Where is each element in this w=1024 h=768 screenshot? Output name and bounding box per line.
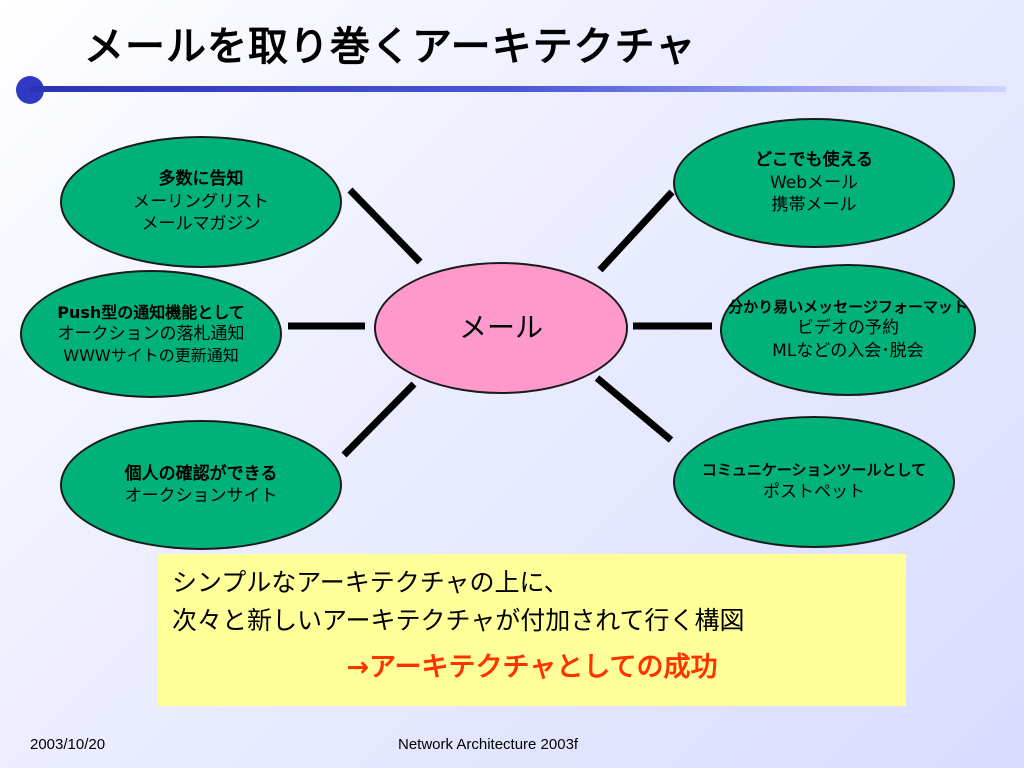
node-line: メーリングリスト (133, 191, 269, 212)
title-underline (30, 86, 1006, 92)
node-heading: どこでも使える (755, 150, 873, 171)
node-top-right: どこでも使える Webメール 携帯メール (673, 118, 955, 248)
center-label: メール (458, 310, 543, 344)
connector-top-left (347, 187, 423, 265)
node-line: オークションサイト (124, 486, 278, 506)
node-heading: 分かり易いメッセージフォーマット (728, 297, 968, 316)
slide-title: メールを取り巻くアーキテクチャ (84, 24, 697, 70)
node-line: メールマガジン (141, 214, 261, 235)
node-line: Webメール (769, 172, 859, 193)
node-heading: 多数に告知 (158, 169, 244, 190)
center-node-mail: メール (374, 262, 628, 394)
node-top-left: 多数に告知 メーリングリスト メールマガジン (60, 136, 342, 268)
connector-bottom-left (341, 381, 417, 458)
node-mid-right: 分かり易いメッセージフォーマット ビデオの予約 MLなどの入会･脱会 (720, 264, 976, 396)
summary-note-box: シンプルなアーキテクチャの上に、 次々と新しいアーキテクチャが付加されて行く構図… (158, 554, 906, 706)
node-heading: コミュニケーションツールとして (701, 460, 927, 479)
connector-bottom-right (594, 375, 674, 443)
node-line: ビデオの予約 (797, 318, 899, 339)
note-line-2: 次々と新しいアーキテクチャが付加されて行く構図 (172, 606, 745, 635)
node-line: ポストペット (763, 481, 865, 502)
footer-date: 2003/10/20 (30, 736, 106, 753)
node-line: 携帯メール (771, 195, 857, 216)
note-line-1: シンプルなアーキテクチャの上に、 (172, 568, 569, 597)
node-heading: 個人の確認ができる (124, 463, 278, 484)
footer-course: Network Architecture 2003f (398, 736, 579, 753)
node-bottom-left: 個人の確認ができる オークションサイト (60, 420, 342, 550)
node-heading: Push型の通知機能として (57, 302, 245, 322)
connector-top-right (597, 189, 675, 273)
note-conclusion: →アーキテクチャとしての成功 (346, 652, 718, 683)
node-mid-left: Push型の通知機能として オークションの落札通知 WWWサイトの更新通知 (20, 270, 282, 398)
node-line: WWWサイトの更新通知 (63, 346, 239, 366)
node-line: オークションの落札通知 (57, 323, 245, 344)
node-bottom-right: コミュニケーションツールとして ポストペット (673, 416, 955, 548)
node-line: MLなどの入会･脱会 (772, 340, 924, 361)
